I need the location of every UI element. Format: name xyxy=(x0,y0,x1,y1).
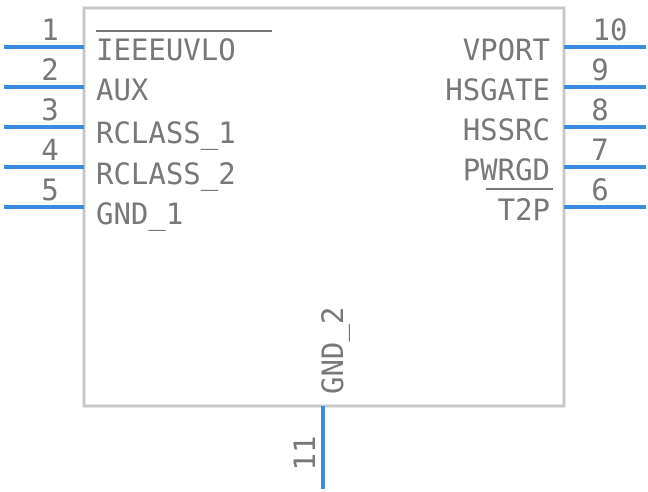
pin-label: RCLASS_1 xyxy=(96,116,236,151)
pin-number: 9 xyxy=(591,53,608,87)
left-pin-1[interactable]: 1 IEEEUVLO xyxy=(4,13,272,67)
pin-number: 7 xyxy=(591,133,608,167)
pin-label: GND_1 xyxy=(96,197,183,232)
pin-label: VPORT xyxy=(463,33,550,67)
pin-label: PWRGD xyxy=(463,153,550,187)
left-pin-4[interactable]: 4 RCLASS_2 xyxy=(4,133,236,192)
pin-label: AUX xyxy=(96,73,149,107)
pin-number: 6 xyxy=(591,173,608,207)
pin-number: 8 xyxy=(591,93,608,127)
pin-label: HSGATE xyxy=(445,73,550,107)
pin-label: GND_2 xyxy=(316,307,351,394)
pin-label: IEEEUVLO xyxy=(96,33,236,67)
pin-number: 10 xyxy=(593,13,628,47)
pin-number: 3 xyxy=(41,93,58,127)
left-pin-3[interactable]: 3 RCLASS_1 xyxy=(4,93,236,151)
pin-label: RCLASS_2 xyxy=(96,157,236,192)
left-pin-5[interactable]: 5 GND_1 xyxy=(4,173,183,232)
pin-number: 2 xyxy=(41,53,58,87)
right-pin-8[interactable]: 8 HSSRC xyxy=(463,93,646,147)
pin-number: 5 xyxy=(41,173,58,207)
right-pin-10[interactable]: 10 VPORT xyxy=(463,13,646,67)
pin-number: 4 xyxy=(41,133,58,167)
pin-label: T2P xyxy=(498,193,550,227)
pin-label: HSSRC xyxy=(463,113,550,147)
pin-number: 1 xyxy=(41,13,58,47)
pin-number: 11 xyxy=(288,436,322,471)
right-pin-6[interactable]: 6 T2P xyxy=(486,173,646,227)
right-pin-9[interactable]: 9 HSGATE xyxy=(445,53,646,107)
bottom-pin-11[interactable]: 11 GND_2 xyxy=(288,307,351,489)
right-pin-7[interactable]: 7 PWRGD xyxy=(463,133,646,187)
left-pin-2[interactable]: 2 AUX xyxy=(4,53,149,107)
component-body xyxy=(82,6,566,408)
